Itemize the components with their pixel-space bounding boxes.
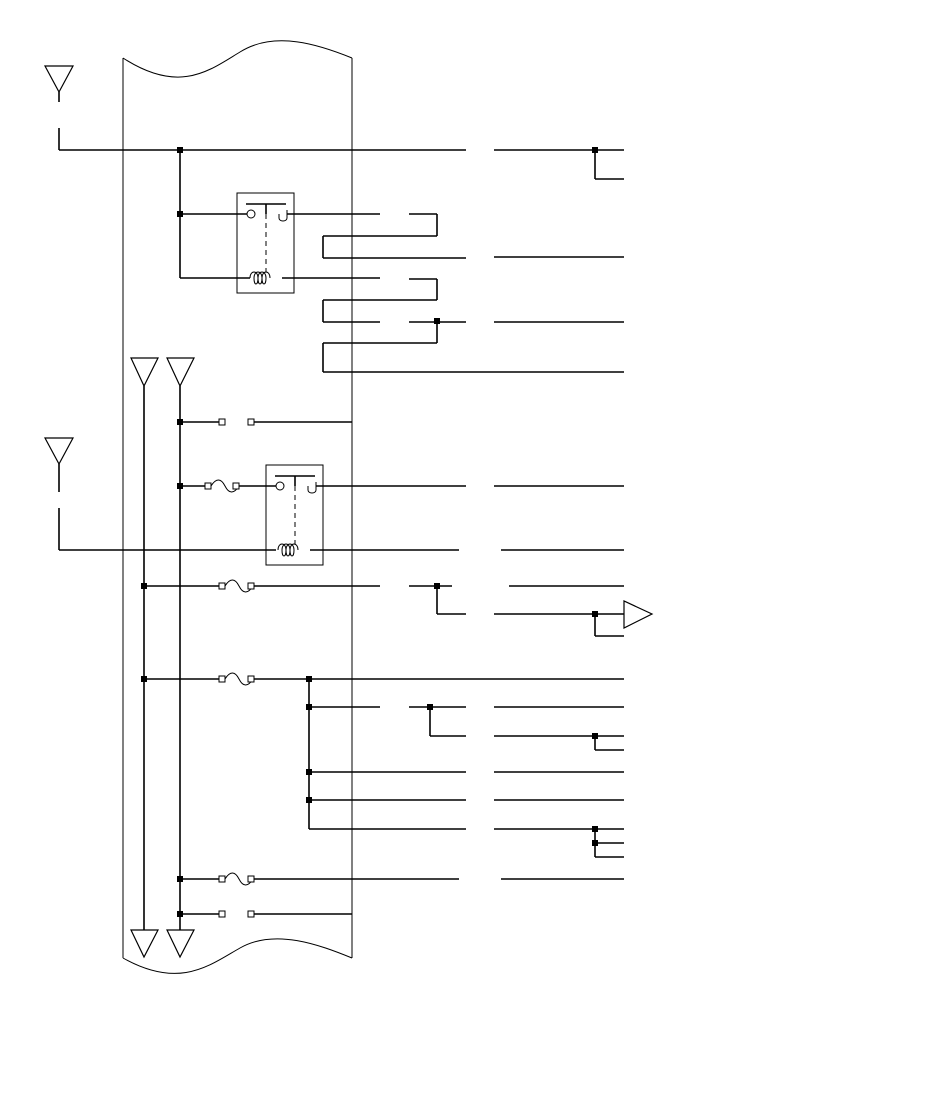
relay-2 <box>265 464 624 566</box>
fuse-1 <box>177 479 276 493</box>
connector-pin-1 <box>177 418 352 426</box>
fuse-box-outline <box>122 40 353 974</box>
fuse-4 <box>177 872 624 886</box>
relay-1-wiring <box>322 213 624 373</box>
fuse-2 <box>141 579 624 637</box>
output-arrow <box>623 600 654 629</box>
power-feed-top <box>43 65 624 180</box>
relay-1 <box>177 150 380 294</box>
fuse-3 <box>141 672 624 858</box>
connector-pin-2 <box>177 910 352 918</box>
internal-power-feeds <box>130 357 195 959</box>
power-feed-middle <box>43 437 276 551</box>
